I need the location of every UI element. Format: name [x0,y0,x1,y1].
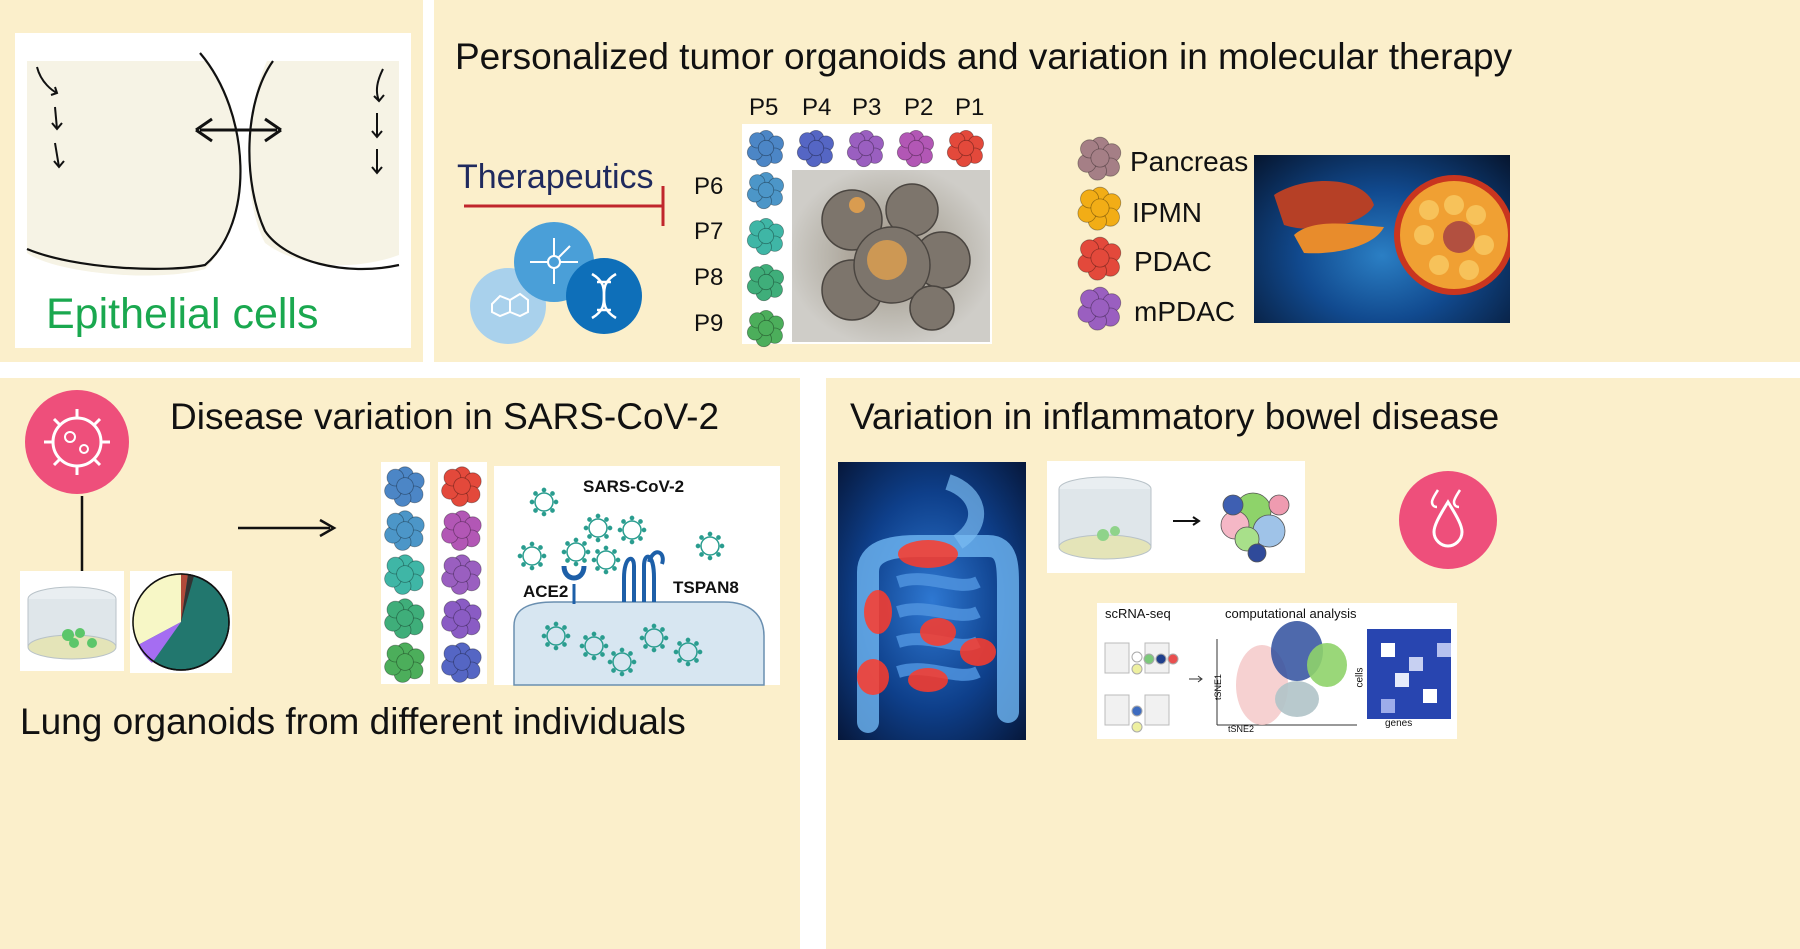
therapeutics-icons [470,222,642,344]
lung-organoid-icon [384,598,425,639]
organoid-icon [796,130,835,168]
tumor-panel-title: Personalized tumor organoids and variati… [455,36,1513,77]
intestine-drawing [857,474,1019,733]
ace2-receptor-icon [561,565,587,604]
legend-label-mpdac: mPDAC [1134,296,1236,327]
row-label-p8: P8 [694,264,724,291]
organoid-icon-set [746,130,984,348]
legend-organoid-icon [1077,186,1122,231]
pancreas-drawing [1274,175,1510,295]
petri-dish-icon [27,586,117,660]
column-label-p1: P1 [955,94,985,121]
tsne1-label: tSNE1 [1213,673,1224,701]
lung-organoid-icon [441,510,482,551]
column-label-p2: P2 [904,94,934,121]
row-label-p7: P7 [694,218,724,245]
computational-analysis-label: computational analysis [1225,606,1357,621]
ace2-label: ACE2 [523,582,569,601]
virion-icon [622,520,642,540]
organoid-icon [746,310,785,348]
virion-icon [584,636,604,656]
heatmap-cells-label: cells [1354,667,1366,688]
row-label-p9: P9 [694,310,724,337]
ibd-panel-title: Variation in inflammatory bowel disease [850,396,1500,437]
epithelial-cells-drawing [26,52,400,276]
virion-icon [566,542,586,562]
scrnaseq-label: scRNA-seq [1105,606,1171,621]
ace2-tspan8-drawing [513,487,765,686]
sars-virus-label: SARS-CoV-2 [583,477,685,496]
virus-icon [25,390,129,494]
left-flow-arrows-icon [36,66,65,169]
scrnaseq-pipeline-drawing [1104,621,1451,733]
virion-icon [588,518,608,538]
virion-icon [644,628,664,648]
epithelial-diagram [15,33,411,348]
ace2-diagram-card [494,466,780,686]
scrnaseq-pipeline-card [1097,603,1457,739]
organoid-icon [746,264,785,302]
lung-organoid-icon [441,642,482,683]
virion-icon [678,642,698,662]
column-label-p3: P3 [852,94,882,121]
lung-organoid-icon [384,510,425,551]
virion-icon [612,652,632,672]
organoid-icon [746,171,785,210]
legend-organoid-icon [1077,286,1122,331]
therapeutics-label: Therapeutics [457,158,654,196]
organoid-icon [746,218,785,256]
organoid-cluster-drawing [821,183,971,331]
tspan8-label: TSPAN8 [673,578,739,597]
lung-organoid-icon [441,554,482,595]
lung-organoid-icon [384,642,425,683]
heatmap-genes-label: genes [1385,718,1413,729]
right-arrow-icon [238,518,337,538]
organoid-icon [896,130,934,168]
water-drop-icon [1399,471,1497,569]
lung-organoid-icon [441,598,482,639]
sars-panel-title: Disease variation in SARS-CoV-2 [170,396,720,437]
ibd-organoid-card [1047,461,1305,573]
organoid-icon [746,130,785,168]
lung-organoid-icon [384,554,425,595]
column-label-p4: P4 [802,94,832,121]
right-flow-arrows-icon [371,68,385,175]
petri-dish-card [20,571,124,671]
virion-icon [546,626,566,646]
virion-icon [522,546,542,566]
legend-label-pdac: PDAC [1134,246,1212,277]
organoid-icon [846,130,884,168]
bidirectional-arrow-icon [195,117,282,143]
lung-organoid-icon [384,466,425,507]
tspan8-receptor-icon [622,550,665,602]
organoid-icon [946,130,984,168]
legend-label-ipmn: IPMN [1132,197,1202,228]
pie-card [130,571,232,673]
legend-label-pancreas: Pancreas [1130,146,1249,177]
lung-organoid-icon [441,466,482,507]
inhibition-arrow [464,186,665,226]
virion-icon [534,492,554,512]
row-label-p6: P6 [694,173,724,200]
pancreas-anatomy-image [1254,155,1510,323]
intestine-image [838,462,1026,740]
lung-organoid-caption: Lung organoids from different individual… [20,701,686,742]
tsne2-label: tSNE2 [1228,724,1255,734]
column-label-p5: P5 [749,94,779,121]
virion-icon [596,550,616,570]
pie-chart-graphic [132,573,230,671]
legend-organoid-icon [1077,136,1122,181]
epithelial-label: Epithelial cells [46,290,319,338]
legend-organoid-icon [1077,236,1122,281]
lung-organoid-icons [384,466,482,683]
legend-organoid-icons [1077,136,1122,331]
organoid-microscopy-image [792,170,990,342]
virion-icon [700,536,720,556]
ibd-organoid-drawing [1058,476,1290,563]
